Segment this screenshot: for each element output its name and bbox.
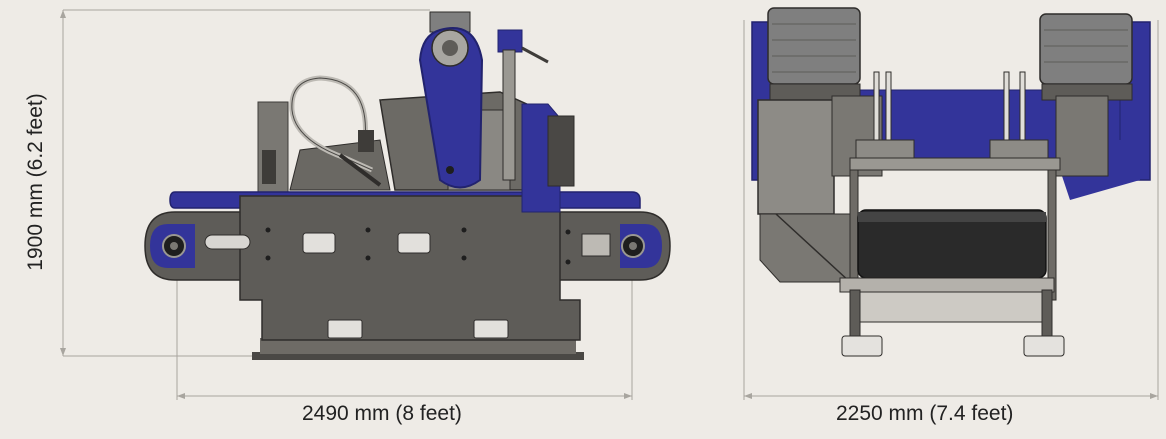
side-inner-crossbar [849,157,1061,171]
side-width-label: 2250 mm (7.4 feet) [836,402,1014,425]
front-left-switch [262,150,276,184]
front-height-label: 1900 mm (6.2 feet) [24,93,47,271]
side-lower-crossbar [839,277,1055,293]
front-base-plate [252,352,584,360]
side-right-motor-fins [1044,29,1128,63]
side-view-machine [751,7,1151,357]
side-right-clamp [989,139,1049,159]
front-cutout-2 [397,232,431,254]
side-right-foot [1023,335,1065,357]
front-cutout-4 [473,319,509,339]
front-cutout-3 [327,319,363,339]
dimension-arrows [60,10,1158,399]
front-base [260,338,576,354]
side-left-motor [767,7,861,85]
front-main-body [239,195,581,341]
side-right-motor [1039,13,1133,85]
front-adjuster-crank [521,46,549,64]
front-side-arm [547,115,575,187]
side-right-gearbox [1055,95,1109,177]
front-adjuster-motor [497,29,523,53]
front-adjuster-rod [502,49,516,181]
front-hose-valve [358,130,374,152]
front-bolts [265,227,571,265]
side-left-panel [757,99,835,215]
side-left-foot [841,335,883,357]
front-nozzle [338,153,382,187]
front-tensioner-slot [204,234,251,250]
side-left-motor-fins [772,23,856,73]
side-left-leg [849,289,861,339]
side-left-clamp [855,139,915,159]
side-lower-frame [851,291,1053,323]
front-blue-belt [418,27,484,189]
front-upper-body [289,139,391,191]
front-cutout-1 [302,232,336,254]
front-coolant-hose-outline [291,77,373,171]
side-right-leg [1041,289,1053,339]
front-right-bracket [581,233,611,257]
side-lower-housing [759,213,851,283]
front-view-machine [144,11,671,360]
front-width-label: 2490 mm (8 feet) [302,402,462,425]
